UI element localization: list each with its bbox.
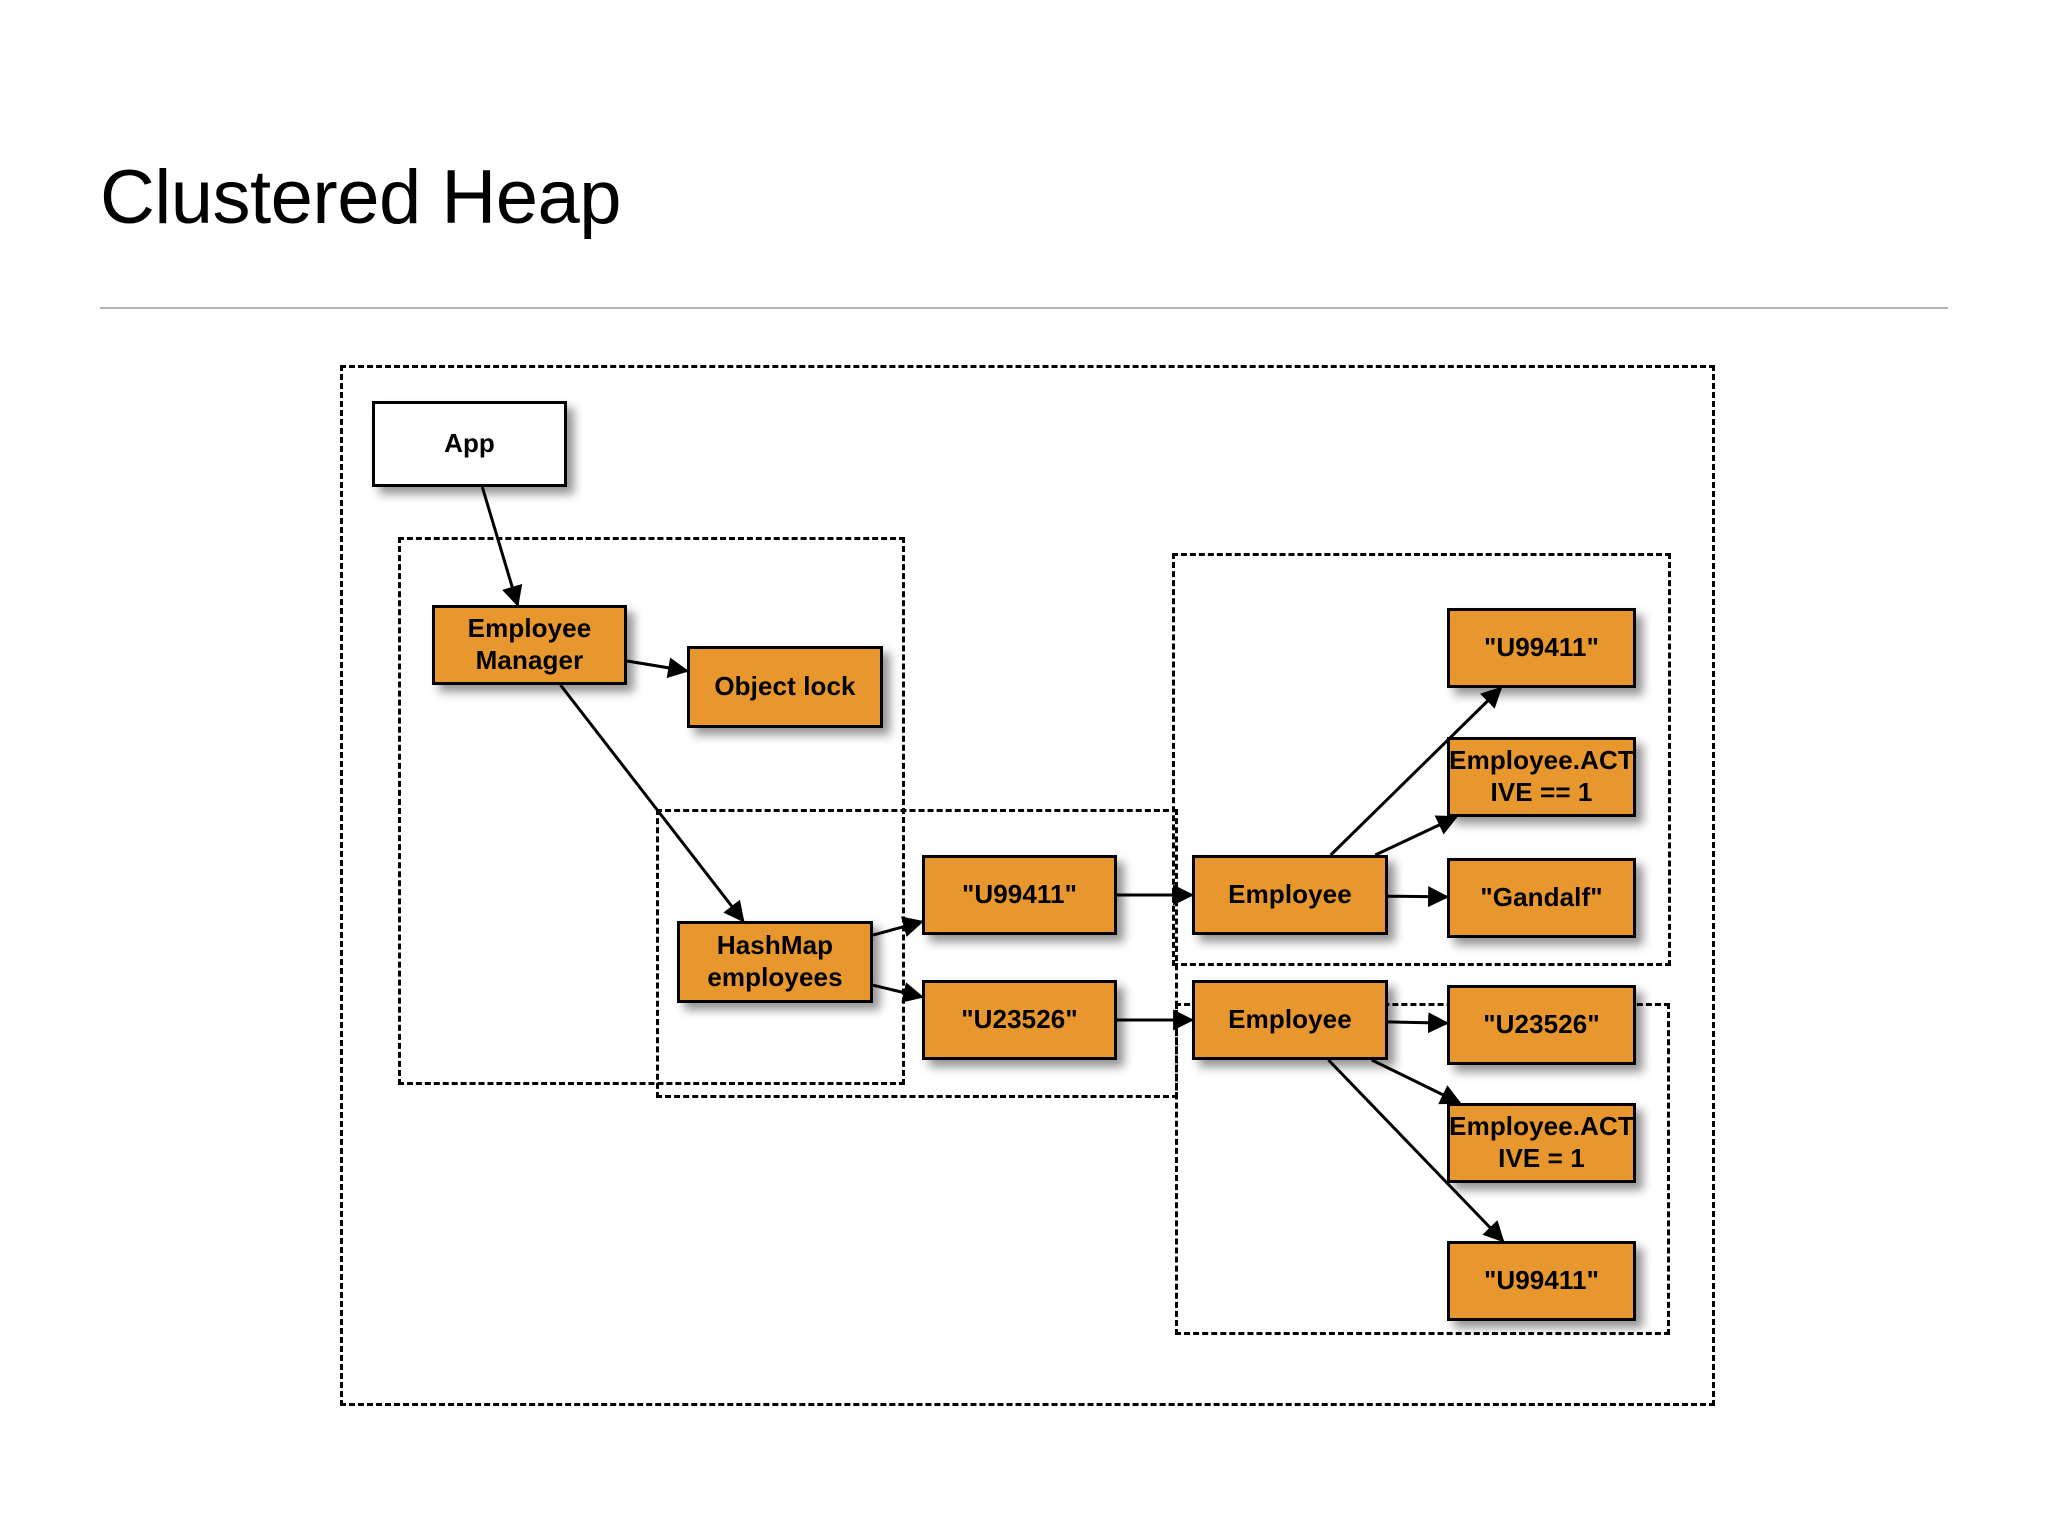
node-value-u99411-top[interactable]: "U99411" xyxy=(1447,608,1636,688)
outer-heap-cluster xyxy=(340,365,1715,1406)
title-divider xyxy=(100,307,1948,309)
employee-two-cluster xyxy=(1175,1003,1670,1335)
node-hashmap-employees[interactable]: HashMap employees xyxy=(677,921,873,1003)
node-employee-manager[interactable]: Employee Manager xyxy=(432,605,627,685)
node-value-active-eqeq-1[interactable]: Employee.ACT IVE == 1 xyxy=(1447,737,1636,817)
node-value-u99411-bottom[interactable]: "U99411" xyxy=(1447,1241,1636,1321)
node-employee-two[interactable]: Employee xyxy=(1192,980,1388,1060)
node-key-u23526[interactable]: "U23526" xyxy=(922,980,1117,1060)
node-value-gandalf[interactable]: "Gandalf" xyxy=(1447,858,1636,938)
node-employee-one[interactable]: Employee xyxy=(1192,855,1388,935)
node-value-u23526[interactable]: "U23526" xyxy=(1447,985,1636,1065)
node-key-u99411[interactable]: "U99411" xyxy=(922,855,1117,935)
hashmap-cluster xyxy=(656,809,1178,1098)
page-title: Clustered Heap xyxy=(100,155,622,240)
node-app[interactable]: App xyxy=(372,401,567,487)
node-object-lock[interactable]: Object lock xyxy=(687,646,883,728)
employee-one-cluster xyxy=(1172,553,1671,966)
node-value-active-eq-1[interactable]: Employee.ACT IVE = 1 xyxy=(1447,1103,1636,1183)
